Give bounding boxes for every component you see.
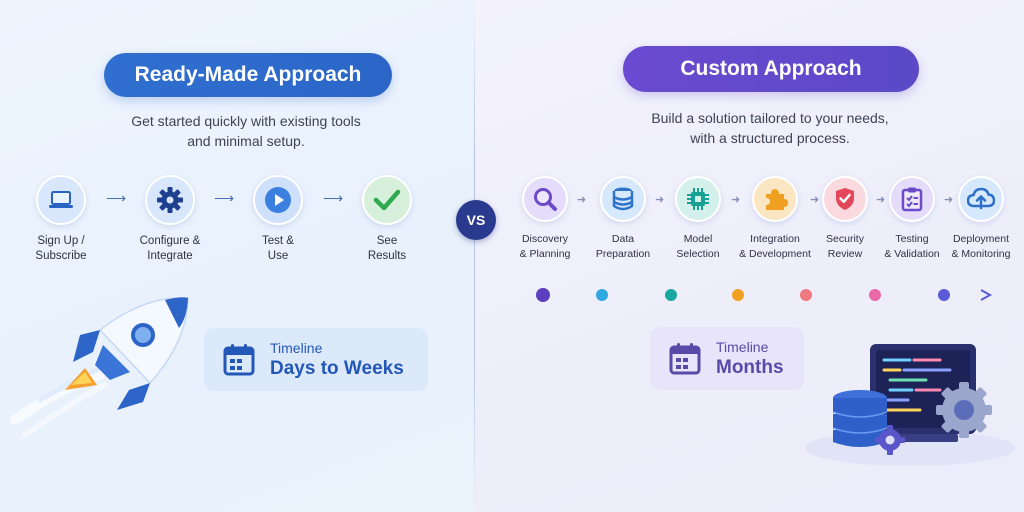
custom-subtitle: Build a solution tailored to your needs,… <box>651 110 889 146</box>
chip-icon <box>675 176 721 222</box>
right-step-security: Security Review <box>802 176 888 262</box>
timeline-label: Timeline <box>270 339 323 356</box>
step-label: Test & Use <box>262 235 294 262</box>
timeline-card-ready-made: Timeline Days to Weeks <box>204 328 428 391</box>
arrow-icon: ⟶ <box>214 190 235 206</box>
timeline-value: Days to Weeks <box>270 357 404 379</box>
process-progress-line <box>536 288 993 302</box>
progress-dot <box>869 289 881 301</box>
gear-icon <box>145 175 195 225</box>
step-label: Configure & Integrate <box>139 235 201 262</box>
right-step-data: Data Preparation <box>580 176 666 262</box>
arrow-icon: ➜ <box>944 194 954 206</box>
database-icon <box>600 176 646 222</box>
custom-title: Custom Approach <box>623 46 919 92</box>
timeline-value: Months <box>716 356 784 378</box>
step-label: Sign Up / Subscribe <box>35 235 87 262</box>
progress-dot <box>596 289 608 301</box>
progress-dot <box>665 289 677 301</box>
arrow-icon: ➜ <box>577 194 587 206</box>
rocket-icon <box>5 290 195 440</box>
progress-dot <box>536 288 550 302</box>
arrow-icon: ➜ <box>810 194 820 206</box>
right-step-discovery: Discovery & Planning <box>502 176 588 262</box>
laptop-icon <box>36 175 86 225</box>
cloud-upload-icon <box>958 176 1004 222</box>
checklist-icon <box>889 176 935 222</box>
panel-divider <box>474 0 475 512</box>
arrow-icon: ➜ <box>876 194 886 206</box>
step-label: Model Selection <box>676 233 720 260</box>
step-label: Testing & Validation <box>884 233 940 260</box>
shield-icon <box>822 176 868 222</box>
left-step-test: Test & Use <box>228 175 328 264</box>
vs-badge: VS <box>456 200 496 240</box>
progress-dot <box>800 289 812 301</box>
puzzle-icon <box>752 176 798 222</box>
timeline-card-custom: Timeline Months <box>650 327 804 390</box>
right-step-integration: Integration & Development <box>732 176 818 262</box>
step-label: Discovery & Planning <box>519 233 571 260</box>
right-step-testing: Testing & Validation <box>869 176 955 262</box>
left-step-results: See Results <box>337 175 437 264</box>
arrow-icon: ➜ <box>731 194 741 206</box>
progress-dot <box>732 289 744 301</box>
calendar-icon <box>222 343 256 377</box>
arrow-icon: ⟶ <box>106 190 127 206</box>
ready-made-subtitle: Get started quickly with existing tools … <box>131 113 361 149</box>
computer-servers-icon <box>800 330 1020 470</box>
step-label: Integration & Development <box>739 233 811 260</box>
play-icon <box>253 175 303 225</box>
step-label: Data Preparation <box>595 233 651 260</box>
left-step-configure: Configure & Integrate <box>120 175 220 264</box>
step-label: See Results <box>367 235 407 262</box>
right-step-deployment: Deployment & Monitoring <box>938 176 1024 262</box>
calendar-icon <box>668 342 702 376</box>
arrow-icon: ⟶ <box>323 190 344 206</box>
ready-made-title: Ready-Made Approach <box>104 53 392 97</box>
magnifier-icon <box>522 176 568 222</box>
timeline-label: Timeline <box>716 338 769 355</box>
arrow-icon: ➜ <box>655 194 665 206</box>
step-label: Deployment & Monitoring <box>951 233 1011 260</box>
progress-dot <box>938 289 950 301</box>
checkmark-icon <box>362 175 412 225</box>
step-label: Security Review <box>826 233 864 260</box>
right-step-model: Model Selection <box>655 176 741 262</box>
left-step-signup: Sign Up / Subscribe <box>11 175 111 264</box>
